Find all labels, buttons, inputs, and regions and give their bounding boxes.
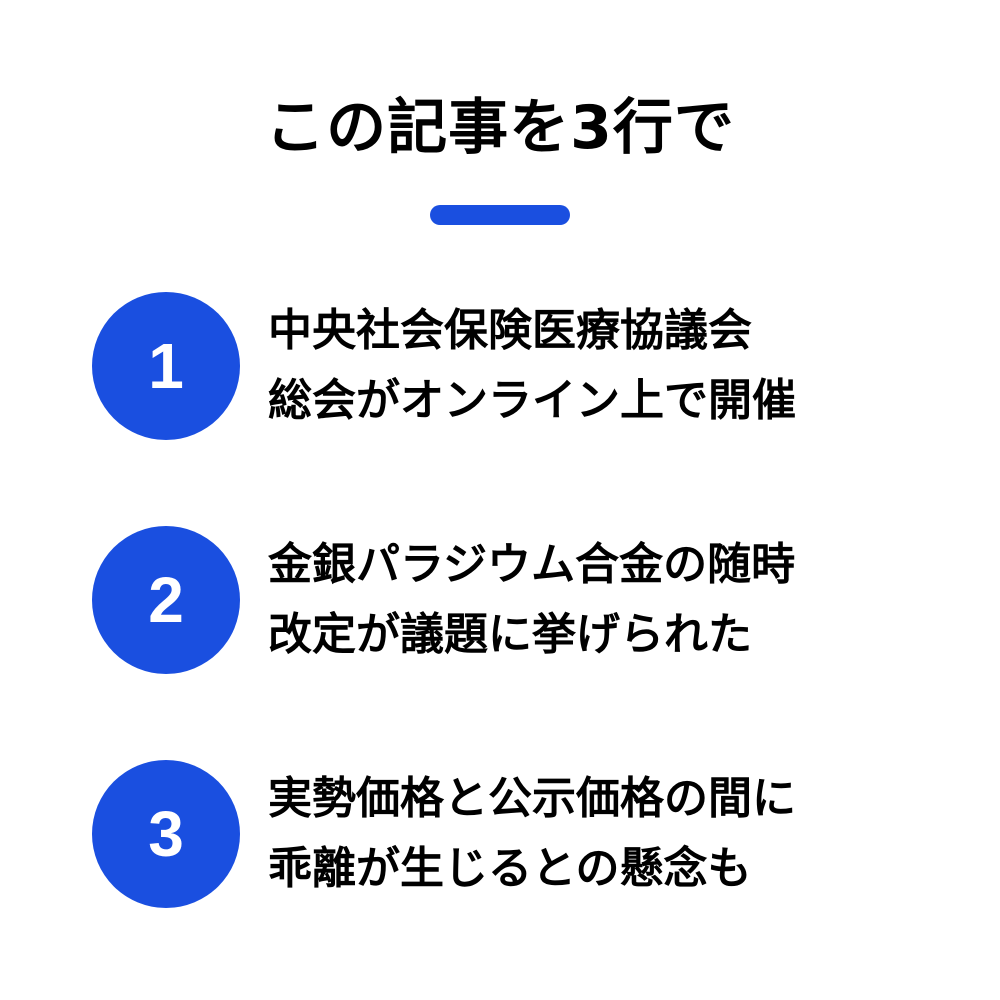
summary-line: 乖離が生じるとの懸念も — [268, 843, 752, 894]
number-badge-1: 1 — [92, 292, 240, 440]
summary-point-3: 3 実勢価格と公示価格の間に 乖離が生じるとの懸念も — [92, 760, 932, 910]
title-underline — [430, 205, 570, 225]
summary-text-1: 中央社会保険医療協議会 総会がオンライン上で開催 — [268, 296, 932, 436]
summary-text-2: 金銀パラジウム合金の随時 改定が議題に挙げられた — [268, 530, 932, 670]
summary-line: 金銀パラジウム合金の随時 — [268, 539, 796, 590]
summary-line: 実勢価格と公示価格の間に — [268, 773, 796, 824]
summary-line: 総会がオンライン上で開催 — [268, 375, 796, 426]
summary-line: 中央社会保険医療協議会 — [268, 305, 752, 356]
summary-text-3: 実勢価格と公示価格の間に 乖離が生じるとの懸念も — [268, 764, 932, 904]
summary-point-2: 2 金銀パラジウム合金の随時 改定が議題に挙げられた — [92, 526, 932, 676]
summary-line: 改定が議題に挙げられた — [268, 609, 752, 660]
number-badge-2: 2 — [92, 526, 240, 674]
number-badge-3: 3 — [92, 760, 240, 908]
page-title: この記事を3行で — [265, 93, 735, 163]
summary-point-1: 1 中央社会保険医療協議会 総会がオンライン上で開催 — [92, 292, 932, 442]
